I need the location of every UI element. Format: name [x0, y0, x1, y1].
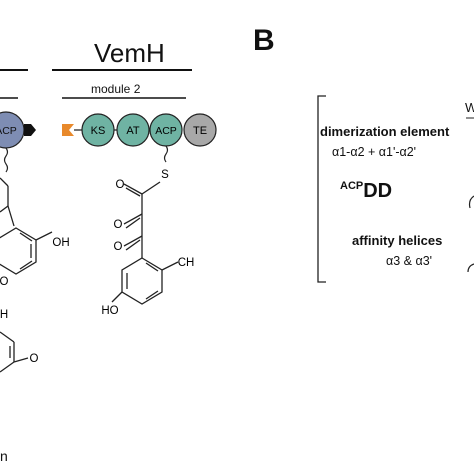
left-pant-arm [3, 147, 9, 173]
bottom-left-fragment: n [0, 448, 8, 464]
carbonyl-double-bonds-right [125, 187, 141, 251]
left-acp-domain: ACP [0, 111, 25, 149]
module-label: module 2 [91, 82, 141, 96]
polyketide-chain-left [0, 177, 15, 227]
black-docking-arrow [24, 124, 36, 136]
left-h-fragment: H [0, 309, 8, 321]
acp-dd-label: ACPDD [340, 180, 392, 203]
carbonyl-o-1: O [116, 179, 125, 191]
right-ring-ch: CH [178, 257, 195, 269]
acp-domain: ACP [149, 113, 183, 147]
right-ring-ho: HO [101, 305, 118, 317]
lower-ring-fragment [0, 331, 29, 373]
lower-o-fragment: O [30, 353, 39, 365]
dimerization-title: dimerization element [320, 124, 450, 139]
left-o-fragment: O [0, 276, 9, 288]
left-acp-label: ACP [0, 125, 17, 137]
acp-dd-superscript: ACP [340, 180, 364, 192]
domain-label: KS [91, 125, 106, 137]
panel-b-label: B [253, 24, 275, 57]
vemh-title: VemH [94, 38, 165, 68]
te-domain: TE [183, 113, 217, 147]
aromatic-ring-right [111, 257, 179, 305]
aromatic-ring-left [0, 227, 53, 275]
domain-label: TE [193, 125, 207, 137]
left-ring-oh: OH [52, 237, 69, 249]
affinity-title: affinity helices [352, 233, 443, 248]
acp-dd-base: DD [363, 180, 393, 202]
affinity-helices: α3 & α3' [386, 254, 433, 268]
right-edge-curve-2 [467, 263, 474, 273]
carbonyl-o-3: O [114, 241, 123, 253]
domain-label: AT [126, 125, 140, 137]
right-edge-curve [468, 195, 474, 209]
thioester-s: S [161, 169, 169, 181]
orange-docking-arrow [62, 124, 74, 136]
carbonyl-o-2: O [114, 219, 123, 231]
domain-label: ACP [155, 125, 177, 137]
ks-domain: KS [81, 113, 115, 147]
polyketide-chain-right [123, 181, 161, 258]
dd-bracket [317, 95, 326, 283]
dimerization-helices: α1-α2 + α1'-α2' [332, 145, 417, 159]
right-top-fragment: W [465, 100, 474, 115]
right-pant-arm [163, 145, 169, 163]
at-domain: AT [116, 113, 150, 147]
